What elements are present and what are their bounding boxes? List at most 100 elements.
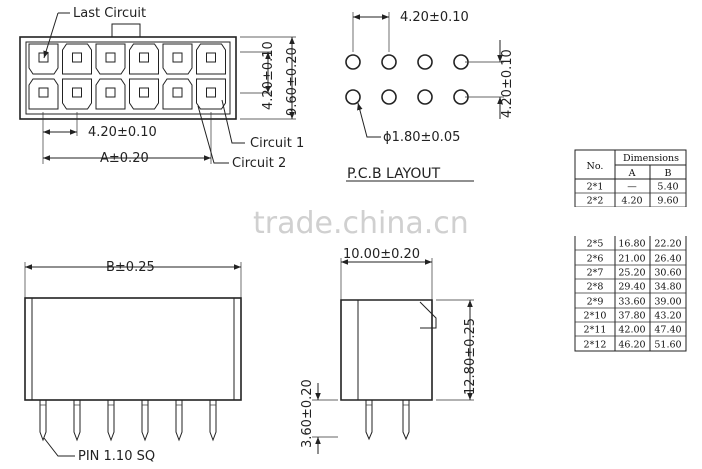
cavity-outline xyxy=(196,78,226,110)
pin-label: PIN 1.10 SQ xyxy=(78,449,155,464)
table-col-dimensions: Dimensions xyxy=(623,153,679,164)
table-cell-no: 2*2 xyxy=(587,196,604,207)
table-row: 2*5 16.80 22.20 xyxy=(575,239,686,251)
pcb-hole xyxy=(381,54,397,70)
pin-body xyxy=(175,400,183,442)
cavity xyxy=(62,43,92,75)
table-row: 2*10 37.80 43.20 xyxy=(575,311,686,323)
cavity-outline xyxy=(62,78,92,110)
table-row: 2*7 25.20 30.60 xyxy=(575,268,686,280)
pin xyxy=(141,400,149,442)
pin xyxy=(209,400,217,442)
side-width-label: 10.00±0.20 xyxy=(343,247,420,262)
table-cell-a: 46.20 xyxy=(618,340,645,351)
cavity xyxy=(129,43,159,75)
pcb-hole xyxy=(345,54,361,70)
table-cell-a: 29.40 xyxy=(618,282,645,293)
cavity-grid xyxy=(28,43,226,110)
pcb-pitch-top-label: 4.20±0.10 xyxy=(400,10,469,25)
pin-body xyxy=(365,400,373,441)
table-cell-a: 21.00 xyxy=(618,254,645,265)
side-latch xyxy=(419,301,437,329)
table-cell-a: 4.20 xyxy=(621,196,642,207)
cavity xyxy=(95,43,126,75)
hole-dia-label: ϕ1.80±0.05 xyxy=(383,130,460,145)
pin-label-leader xyxy=(43,437,75,457)
cavity-outline xyxy=(196,43,226,75)
table-cell-no: 2*9 xyxy=(587,297,604,308)
latch xyxy=(111,23,141,38)
cavity-outline xyxy=(162,78,193,110)
cavity xyxy=(162,43,193,75)
table-cell-a: 25.20 xyxy=(618,268,645,279)
cavity-outline xyxy=(28,78,59,110)
contact xyxy=(72,52,82,63)
circuit-2-leader xyxy=(197,105,229,164)
table-cell-a: 37.80 xyxy=(618,311,645,322)
table-cell-a: — xyxy=(627,182,637,193)
pin-body xyxy=(402,400,410,441)
table-cell-a: 42.00 xyxy=(618,325,645,336)
contact xyxy=(172,52,183,63)
table-cell-b: 5.40 xyxy=(657,182,678,193)
contact xyxy=(38,87,49,98)
front-view: Last Circuit 4.20±0.10 9.60±0.20 4.20±0.… xyxy=(19,6,304,171)
table-cell-no: 2*7 xyxy=(587,268,604,279)
table-cell-a: 33.60 xyxy=(618,297,645,308)
cavity-outline xyxy=(129,78,159,110)
table-cell-no: 2*8 xyxy=(587,282,604,293)
table-cell-b: 26.40 xyxy=(654,254,681,265)
table-cell-b: 9.60 xyxy=(657,196,678,207)
contact xyxy=(206,87,216,98)
cavity xyxy=(95,78,126,110)
cavity-outline xyxy=(162,43,193,75)
side-housing xyxy=(340,299,433,401)
pin xyxy=(39,400,47,442)
bottom-housing xyxy=(24,297,242,401)
cavity-outline xyxy=(28,43,59,75)
pcb-holes xyxy=(345,54,469,105)
pin xyxy=(365,400,373,441)
table-cell-no: 2*1 xyxy=(587,182,604,193)
pin-body xyxy=(209,400,217,442)
side-pins xyxy=(365,400,410,441)
cavity xyxy=(62,78,92,110)
pin-body xyxy=(141,400,149,442)
dim-b-label: B±0.25 xyxy=(106,260,155,275)
table-cell-no: 2*11 xyxy=(584,325,607,336)
watermark: trade.china.cn xyxy=(253,206,469,241)
table-cell-no: 2*5 xyxy=(587,239,604,250)
contact xyxy=(105,87,116,98)
pcb-layout-title: P.C.B LAYOUT xyxy=(347,166,441,182)
pitch-vertical-label: 4.20±0.10 xyxy=(261,41,276,110)
pin xyxy=(175,400,183,442)
table-cell-b: 22.20 xyxy=(654,239,681,250)
pin-body xyxy=(73,400,81,442)
table-cell-a: 16.80 xyxy=(618,239,645,250)
pcb-hole xyxy=(417,89,433,105)
contact xyxy=(139,87,149,98)
contact xyxy=(105,52,116,63)
table-cell-no: 2*10 xyxy=(584,311,607,322)
last-circuit-label: Last Circuit xyxy=(73,6,146,21)
pcb-hole xyxy=(417,54,433,70)
table-cell-b: 30.60 xyxy=(654,268,681,279)
cavity xyxy=(28,78,59,110)
circuit-2-label: Circuit 2 xyxy=(232,156,286,171)
cavity-outline xyxy=(62,43,92,75)
pin-length-label: 3.60±0.20 xyxy=(300,379,315,448)
table-cell-b: 51.60 xyxy=(654,340,681,351)
side-view: 10.00±0.20 12.80±0.25 3.60±0.20 xyxy=(300,247,478,454)
last-circuit-leader xyxy=(43,12,59,59)
table-cell-no: 2*6 xyxy=(587,254,604,265)
cavity xyxy=(28,43,59,75)
cavity-outline xyxy=(95,43,126,75)
cavity-outline xyxy=(95,78,126,110)
table-cell-b: 43.20 xyxy=(654,311,681,322)
cavity xyxy=(162,78,193,110)
table-border xyxy=(574,149,687,352)
circuit-1-leader xyxy=(221,99,245,144)
housing-inner-outline xyxy=(25,41,231,115)
